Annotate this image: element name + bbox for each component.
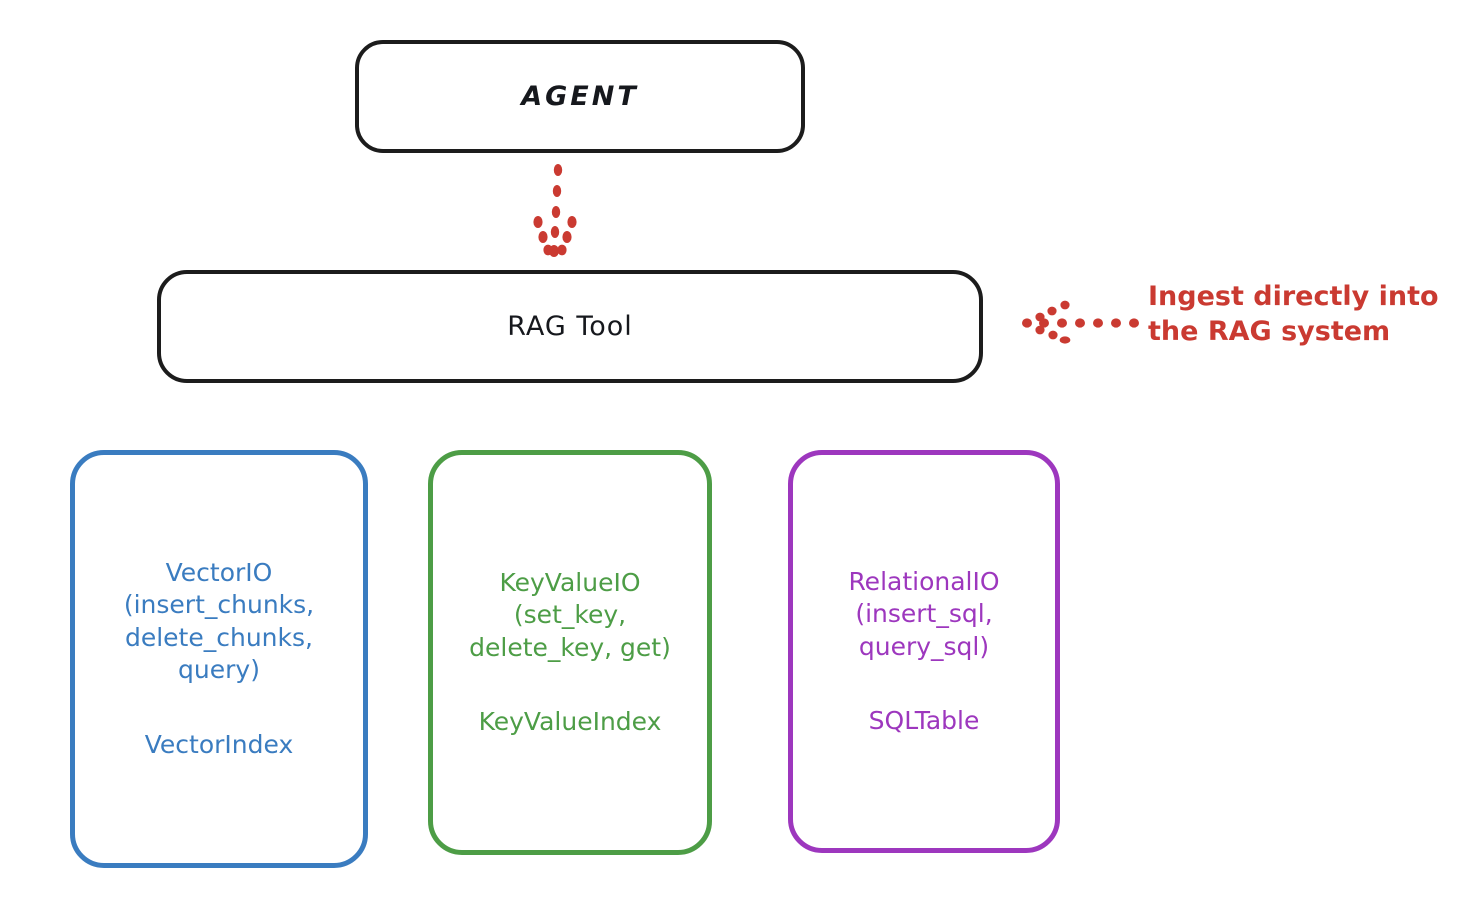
annotation-ingest: Ingest directly into the RAG system [1148,281,1439,348]
node-vector-io-index: VectorIndex [144,729,294,759]
node-rag-tool[interactable]: RAG Tool [157,270,983,383]
node-key-value-io-index: KeyValueIndex [478,707,662,736]
node-rag-tool-label: RAG Tool [507,311,633,342]
node-agent-label: AGENT [521,81,639,112]
node-relational-io-index: SQLTable [868,706,980,735]
node-relational-io-api: RelationalIO (insert_sql, query_sql) [848,566,1000,661]
node-vector-io-api: VectorIO (insert_chunks, delete_chunks, … [123,557,315,685]
arrow-ingest-to-rag-tool [1022,300,1139,344]
node-vector-io[interactable]: VectorIO (insert_chunks, delete_chunks, … [70,450,368,868]
node-agent[interactable]: AGENT [355,40,805,153]
node-relational-io[interactable]: RelationalIO (insert_sql, query_sql) SQL… [788,450,1060,853]
node-key-value-io[interactable]: KeyValueIO (set_key, delete_key, get) Ke… [428,450,712,855]
node-key-value-io-api: KeyValueIO (set_key, delete_key, get) [469,567,671,662]
